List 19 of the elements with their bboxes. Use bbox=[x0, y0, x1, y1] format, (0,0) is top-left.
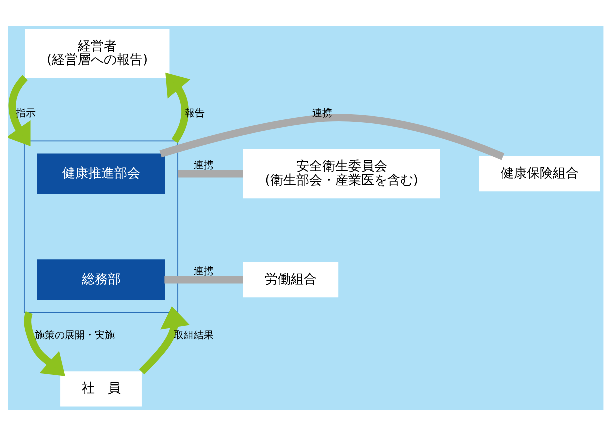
arrow bbox=[139, 306, 190, 375]
node-box: 健康推進部会 bbox=[37, 154, 166, 194]
node-box: 健康保険組合 bbox=[479, 156, 600, 192]
node-box: 社 員 bbox=[60, 372, 142, 407]
edge-label: 施策の展開・実施 bbox=[34, 330, 115, 342]
arrow bbox=[24, 312, 66, 376]
node-box: 労働組合 bbox=[243, 262, 339, 298]
edge-label: 連携 bbox=[194, 160, 214, 172]
connector bbox=[178, 170, 244, 178]
edge-label: 連携 bbox=[194, 266, 214, 278]
arrow bbox=[8, 75, 31, 146]
node-box: 経営者 (経営層への報告) bbox=[25, 29, 170, 78]
cluster bbox=[24, 140, 179, 314]
connector bbox=[164, 276, 244, 284]
node-box: 総務部 bbox=[37, 260, 166, 300]
node-box: 安全衛生委員会 (衛生部会・産業医を含む) bbox=[243, 150, 440, 199]
connector bbox=[160, 114, 505, 160]
edge-label: 連携 bbox=[312, 108, 332, 120]
arrow bbox=[166, 72, 191, 144]
